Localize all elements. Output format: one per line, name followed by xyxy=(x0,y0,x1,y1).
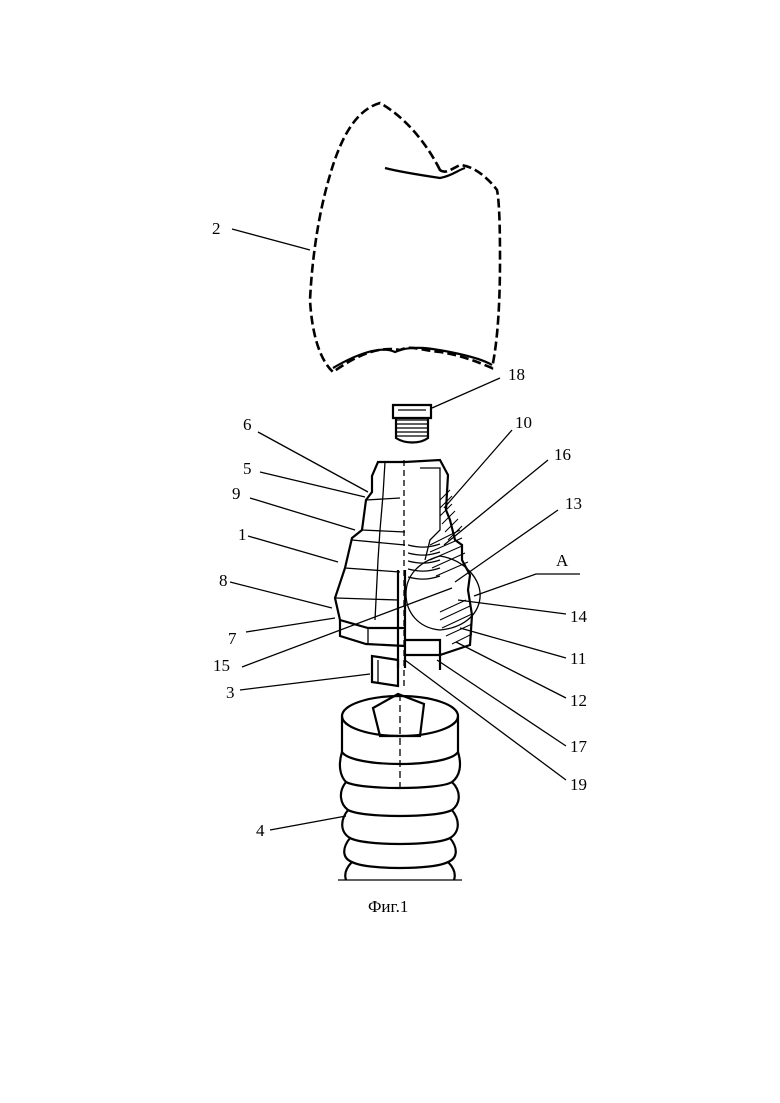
callout-4: 4 xyxy=(256,821,265,840)
callout-8: 8 xyxy=(219,571,228,590)
callout-16: 16 xyxy=(554,445,571,464)
callout-1: 1 xyxy=(238,525,247,544)
callout-14: 14 xyxy=(570,607,588,626)
callout-7: 7 xyxy=(228,629,237,648)
leader-lines xyxy=(230,229,580,830)
callout-19: 19 xyxy=(570,775,587,794)
callout-10: 10 xyxy=(515,413,532,432)
callout-11: 11 xyxy=(570,649,586,668)
implant-4 xyxy=(338,694,462,880)
callout-9: 9 xyxy=(232,484,241,503)
callout-3: 3 xyxy=(226,683,235,702)
callout-6: 6 xyxy=(243,415,252,434)
figure-caption: Фиг.1 xyxy=(368,897,408,916)
callout-12: 12 xyxy=(570,691,587,710)
callout-5: 5 xyxy=(243,459,252,478)
crown-outline xyxy=(310,103,500,372)
screw-18 xyxy=(393,405,431,443)
callout-A: A xyxy=(556,551,569,570)
callout-18: 18 xyxy=(508,365,525,384)
callout-13: 13 xyxy=(565,494,582,513)
callout-15: 15 xyxy=(213,656,230,675)
callout-17: 17 xyxy=(570,737,588,756)
callout-2: 2 xyxy=(212,219,221,238)
